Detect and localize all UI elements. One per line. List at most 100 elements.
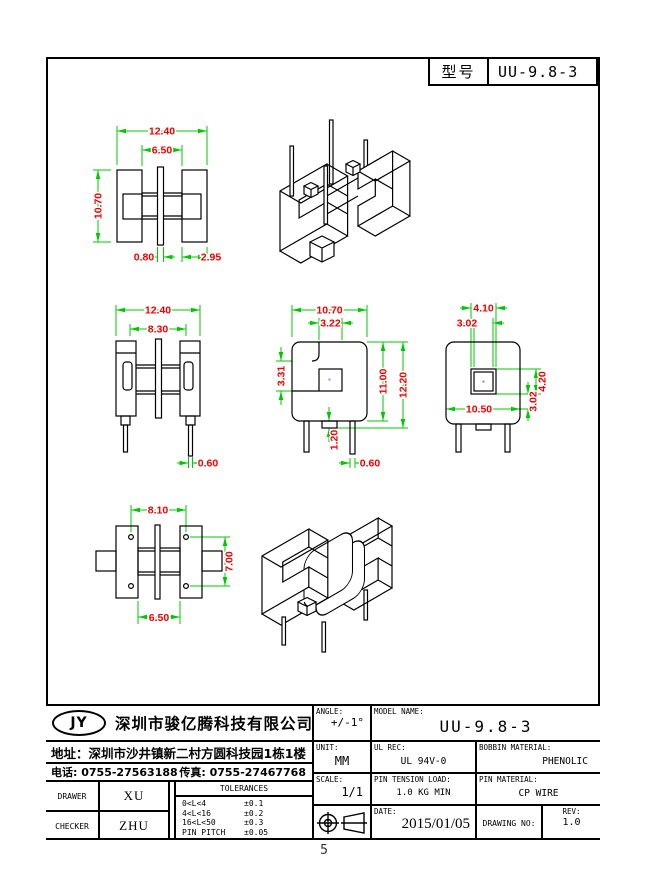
unit-label: UNIT:: [316, 743, 339, 752]
dim-label: 4.10: [473, 303, 494, 315]
top-view-dimensions: 12.40 6.50 10.70 0.80 2.95: [91, 124, 223, 265]
front-view: 12.40 8.30 0.60: [115, 303, 220, 471]
isometric-view-bottom: [261, 516, 394, 653]
company-logo: JY: [52, 710, 106, 736]
tolerance-value: ±0.2: [244, 808, 264, 818]
rev-cell: REV: 1.0: [543, 806, 600, 840]
angle-value: +/-1°: [330, 716, 364, 729]
dim-label: 3.02: [528, 391, 540, 412]
dim-label: 12.20: [398, 372, 410, 398]
front-view-dimensions: 12.40 8.30 0.60: [115, 303, 220, 471]
spec-row-3: SCALE: 1/1 PIN TENSION LOAD: 1.0 KG MIN …: [314, 774, 600, 806]
page-number: 5: [320, 843, 328, 858]
back-view-dimensions: 4.10 3.02 10.50 4.20 3.02: [446, 301, 550, 421]
dim-label: 10.70: [93, 193, 105, 219]
tolerance-row: PIN PITCH ±0.05: [182, 828, 304, 838]
scale-label: SCALE:: [316, 775, 344, 784]
tolerance-row: 0<L<4 ±0.1: [182, 799, 304, 809]
model-name-label: MODEL NAME:: [374, 707, 424, 716]
unit-value: MM: [334, 754, 350, 768]
tolerances-body: 0<L<4 ±0.1 4<L<16 ±0.2 16<L<50 ±0.3 PI: [176, 797, 312, 840]
tolerance-row: 16<L<50 ±0.3: [182, 818, 304, 828]
bottom-view-dimensions: 8.10 7.00 6.50: [130, 503, 237, 626]
dim-label: 2.95: [201, 252, 222, 264]
tolerance-range: PIN PITCH: [182, 827, 226, 837]
pin-material-value: CP WIRE: [518, 788, 559, 799]
model-title-box: 型号 UU-9.8-3: [428, 59, 598, 86]
date-label: DATE:: [374, 807, 397, 816]
spec-row-4: DATE: 2015/01/05 DRAWING NO: REV: 1.0: [314, 806, 600, 840]
isometric-part: [279, 119, 412, 264]
fax-value: 0755-27467768: [209, 766, 306, 779]
model-value: UU-9.8-3: [498, 62, 579, 81]
dim-label: 0.60: [360, 458, 381, 470]
dim-label: 12.40: [145, 305, 171, 317]
back-view: 4.10 3.02 10.50 4.20 3.02: [445, 301, 550, 453]
dim-label: 8.30: [148, 324, 169, 336]
checker-row: CHECKER ZHU: [46, 812, 168, 840]
unit-cell: UNIT: MM: [314, 742, 372, 772]
pin-tension-cell: PIN TENSION LOAD: 1.0 KG MIN: [372, 774, 477, 804]
spec-row-2: UNIT: MM UL REC: UL 94V-0 BOBBIN MATERIA…: [314, 742, 600, 774]
date-value: 2015/01/05: [401, 816, 470, 832]
bottom-view: 8.10 7.00 6.50: [95, 503, 237, 626]
title-block-company-section: JY 深圳市骏亿腾科技有限公司 地址： 深圳市沙井镇新二村方圆科技园1栋1楼 电…: [46, 706, 314, 840]
tolerance-range: 4<L<16: [182, 808, 211, 818]
dim-label: 1.20: [329, 430, 341, 451]
dim-label: 3.02: [457, 318, 478, 330]
ul-rec-cell: UL REC: UL 94V-0: [372, 742, 477, 772]
ul-rec-label: UL REC:: [374, 743, 406, 752]
tolerance-range: 16<L<50: [182, 818, 216, 827]
drawing-no-label: DRAWING NO:: [482, 818, 536, 828]
top-view-part: [116, 166, 208, 246]
projection-symbol-cell: [314, 806, 372, 840]
phone-label: 电话:: [51, 766, 78, 779]
company-row: JY 深圳市骏亿腾科技有限公司: [46, 706, 312, 742]
approval-table: DRAWER XU CHECKER ZHU: [46, 782, 170, 840]
rev-label: REV:: [562, 807, 581, 816]
side-view: 10.70 3.22 3.31 11.00 12.20 1.20 0.60: [274, 303, 411, 471]
checker-value: ZHU: [119, 818, 149, 833]
dim-label: 10.50: [466, 404, 492, 416]
model-label: 型号: [430, 59, 489, 84]
drawing-border: [46, 57, 600, 840]
model-name-cell: MODEL NAME: UU-9.8-3: [372, 706, 600, 740]
address-row: 地址： 深圳市沙井镇新二村方圆科技园1栋1楼: [46, 742, 312, 764]
dim-label: 3.22: [320, 318, 341, 330]
approval-row: DRAWER XU CHECKER ZHU TOLERANCES 0<L<4 ±…: [46, 782, 312, 840]
tolerance-value: ±0.05: [244, 827, 269, 837]
tolerances-box: TOLERANCES 0<L<4 ±0.1 4<L<16 ±0.2 16<L<5…: [174, 782, 312, 840]
dim-label: 10.70: [316, 305, 342, 317]
bottom-view-part: [95, 524, 223, 600]
tolerance-row: 4<L<16 ±0.2: [182, 809, 304, 819]
top-view: 12.40 6.50 10.70 0.80 2.95: [91, 124, 223, 265]
isometric-view-top: [279, 119, 412, 264]
model-name-value: UU-9.8-3: [439, 717, 533, 736]
side-view-dimensions: 10.70 3.22 3.31 11.00 12.20 1.20 0.60: [274, 303, 411, 471]
company-name: 深圳市骏亿腾科技有限公司: [115, 715, 314, 733]
back-view-part: [445, 341, 521, 453]
dim-label: 3.31: [276, 366, 288, 387]
first-angle-projection-icon: [317, 812, 367, 834]
pin-tension-label: PIN TENSION LOAD:: [374, 775, 451, 784]
dim-label: 0.60: [198, 458, 219, 470]
title-block-spec-section: ANGLE: +/-1° MODEL NAME: UU-9.8-3 UNIT: …: [314, 706, 600, 840]
drawing-no-cell: DRAWING NO:: [477, 806, 543, 840]
address-value: 深圳市沙井镇新二村方圆科技园1栋1楼: [88, 745, 306, 761]
scale-cell: SCALE: 1/1: [314, 774, 372, 804]
pin-material-label: PIN MATERIAL:: [479, 775, 538, 784]
drawer-label: DRAWER: [46, 782, 100, 810]
fax-group: 传真: 0755-27467768: [179, 764, 306, 780]
dim-label: 0.80: [134, 252, 155, 264]
isometric-part: [261, 516, 394, 653]
tolerances-title: TOLERANCES: [176, 782, 312, 797]
tolerance-value: ±0.1: [244, 799, 264, 808]
scale-value: 1/1: [341, 785, 363, 799]
angle-cell: ANGLE: +/-1°: [314, 706, 372, 740]
spec-row-1: ANGLE: +/-1° MODEL NAME: UU-9.8-3: [314, 706, 600, 742]
side-view-part: [291, 341, 368, 455]
dim-label: 12.40: [149, 126, 175, 138]
checker-label: CHECKER: [46, 812, 100, 840]
phone-row: 电话: 0755-27563188 传真: 0755-27467768: [46, 764, 312, 782]
